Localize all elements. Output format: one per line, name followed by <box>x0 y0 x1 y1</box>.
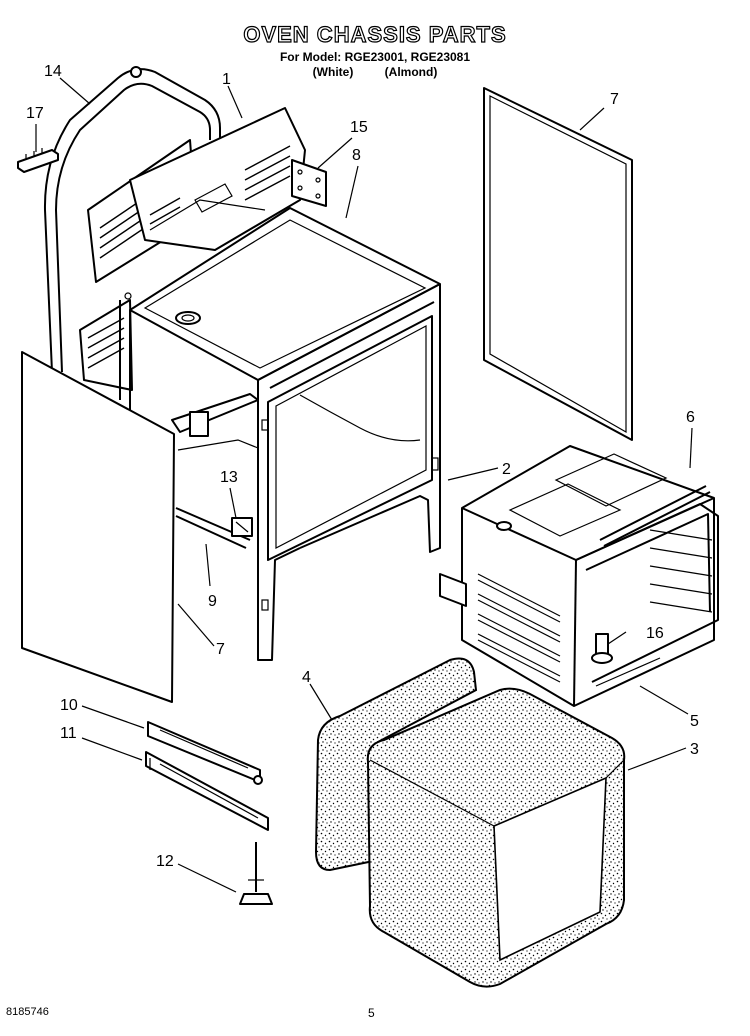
part-15-hinge-bracket <box>291 159 327 207</box>
callout-labels: 14 1 17 15 8 7 6 2 13 9 7 16 4 5 3 10 11… <box>26 63 699 870</box>
color-variants: (White) (Almond) <box>0 65 750 79</box>
part-13-9-lower-bracket <box>175 507 253 549</box>
color-white: (White) <box>312 65 354 79</box>
part-5-oven-cavity <box>439 445 715 707</box>
callout-2: 2 <box>502 461 511 478</box>
part-4-insulation-side <box>314 657 478 872</box>
color-almond: (Almond) <box>384 65 438 79</box>
callout-12: 12 <box>156 853 174 870</box>
part-17-clip <box>17 148 59 173</box>
callout-4: 4 <box>302 669 311 686</box>
part-14-gasket-tube <box>43 66 221 373</box>
document-number: 8185746 <box>6 1006 49 1018</box>
part-16-element-terminal <box>591 633 613 664</box>
page-number: 5 <box>368 1006 375 1020</box>
part-2-8-main-frame <box>119 207 441 661</box>
callout-5: 5 <box>690 713 699 730</box>
part-7-side-panel-left <box>21 351 175 703</box>
callout-3: 3 <box>690 741 699 758</box>
callout-7-door: 7 <box>610 91 619 108</box>
part-1-rear-top-panel <box>129 107 306 251</box>
callout-1: 1 <box>222 71 231 88</box>
callout-8: 8 <box>352 147 361 164</box>
callout-7-side: 7 <box>216 641 225 658</box>
callout-11: 11 <box>60 725 77 742</box>
callout-9: 9 <box>208 593 217 610</box>
leader-lines <box>35 77 693 893</box>
callout-15: 15 <box>350 119 368 136</box>
page-title: OVEN CHASSIS PARTS <box>243 21 507 47</box>
part-10-rail <box>147 721 263 785</box>
part-12-leveling-leg <box>239 842 273 905</box>
callout-10: 10 <box>60 697 78 714</box>
part-7-door-panel-right <box>483 87 633 441</box>
callout-16: 16 <box>646 625 664 642</box>
part-3-insulation-wrap <box>366 687 626 988</box>
model-numbers: For Model: RGE23001, RGE23081 <box>279 50 471 64</box>
callout-6: 6 <box>686 409 695 426</box>
part-11-leveler-rail <box>145 751 269 831</box>
callout-14: 14 <box>44 63 62 80</box>
callout-17: 17 <box>26 105 44 122</box>
part-6-rack-frame <box>575 485 719 683</box>
callout-13: 13 <box>220 469 238 486</box>
